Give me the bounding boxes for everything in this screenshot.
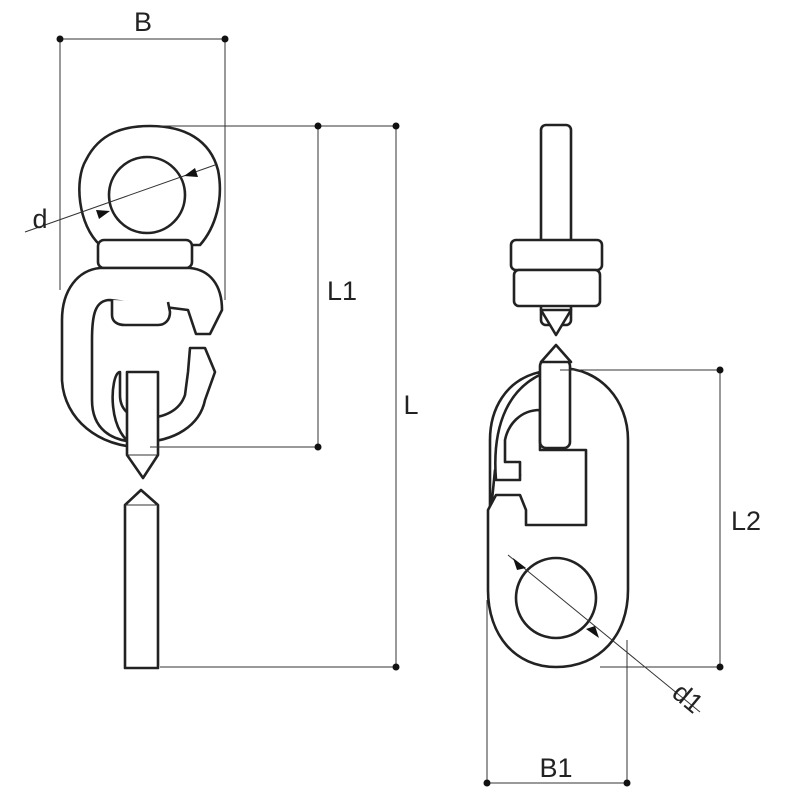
- dim-b: B: [56, 7, 229, 300]
- dim-d-label: d: [32, 204, 47, 234]
- swivel-collar: [96, 238, 194, 270]
- lower-pin: [123, 488, 160, 670]
- dim-d: d: [24, 164, 216, 234]
- pin-tip: [539, 308, 573, 337]
- dim-b1: B1: [483, 600, 631, 787]
- hook-body: [60, 266, 224, 449]
- gate-pin: [125, 370, 160, 480]
- nut-upper: [509, 238, 604, 272]
- dim-b-label: B: [134, 7, 152, 37]
- dim-d1-label: d1: [667, 677, 709, 719]
- dim-l-label: L: [403, 390, 418, 420]
- dim-l: L: [160, 122, 419, 671]
- nut-lower: [512, 268, 602, 308]
- bottom-eye-hole: [514, 556, 598, 640]
- front-view: B d L1: [24, 7, 419, 671]
- swivel-pin: [538, 358, 572, 450]
- eye-hole: [107, 155, 187, 235]
- side-view: d1 L2 B1: [483, 123, 761, 787]
- dim-l2: L2: [560, 366, 761, 671]
- pin-head: [539, 343, 573, 364]
- dim-l1: L1: [150, 122, 396, 451]
- hook-inner-notch: [110, 300, 172, 327]
- dim-l1-label: L1: [327, 276, 357, 306]
- dim-b1-label: B1: [539, 753, 572, 783]
- dim-l2-label: L2: [731, 506, 761, 536]
